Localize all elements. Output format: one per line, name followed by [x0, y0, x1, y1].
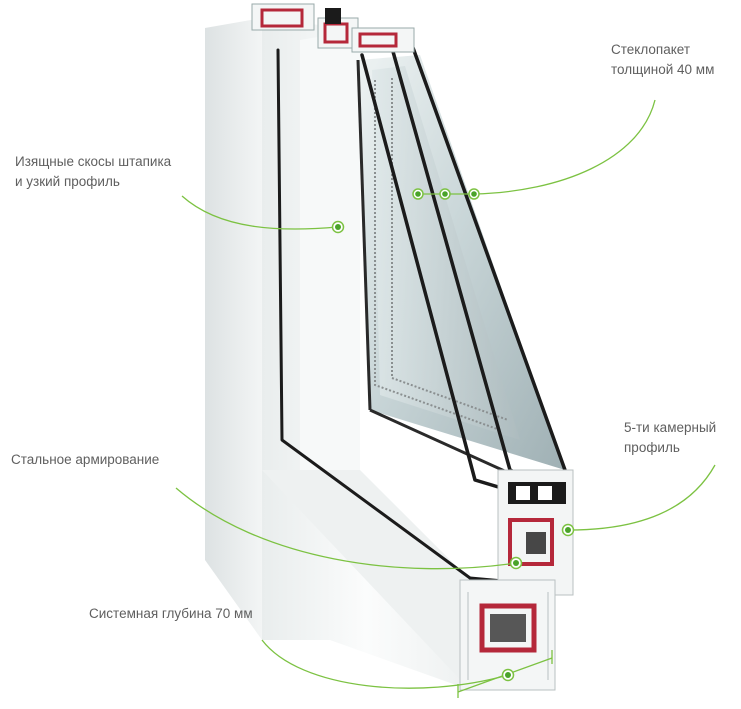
marker-chamber-profile	[561, 523, 575, 537]
marker-bead-profile	[331, 220, 345, 234]
marker-glass-2	[439, 188, 451, 200]
callout-chamber-profile-line1: 5-ти камерный	[624, 420, 717, 435]
marker-system-depth	[501, 668, 515, 682]
callout-bead-profile-line1: Изящные скосы штапика	[15, 154, 172, 169]
leader-glass-unit	[473, 99, 656, 195]
leader-system-depth	[261, 639, 509, 689]
callout-steel-reinforcement-line1: Стальное армирование	[11, 452, 160, 467]
marker-glass-1	[412, 188, 424, 200]
callout-bead-profile-line2: и узкий профиль	[15, 174, 120, 189]
callout-chamber-profile-line2: профиль	[624, 440, 680, 455]
bottom-profile-section	[459, 469, 574, 691]
glass-unit	[356, 55, 565, 480]
callout-glass-unit: Стеклопакет толщиной 40 мм	[611, 40, 714, 80]
markers	[331, 188, 575, 682]
frame-body	[205, 18, 500, 690]
leader-chamber-profile	[567, 464, 716, 531]
callout-bead-profile: Изящные скосы штапика и узкий профиль	[15, 152, 171, 192]
callout-glass-unit-line2: толщиной 40 мм	[611, 62, 715, 77]
leader-bead-profile	[181, 195, 339, 230]
callout-glass-unit-line1: Стеклопакет	[611, 42, 691, 57]
callout-steel-reinforcement: Стальное армирование	[11, 450, 159, 470]
marker-steel-reinforcement	[509, 556, 523, 570]
top-profile-section	[251, 3, 415, 53]
callout-system-depth: Системная глубина 70 мм	[89, 604, 253, 624]
callout-chamber-profile: 5-ти камерный профиль	[624, 418, 716, 458]
marker-glass-3	[468, 188, 480, 200]
callout-system-depth-line1: Системная глубина 70 мм	[89, 606, 253, 621]
leader-steel-reinforcement	[175, 487, 517, 570]
